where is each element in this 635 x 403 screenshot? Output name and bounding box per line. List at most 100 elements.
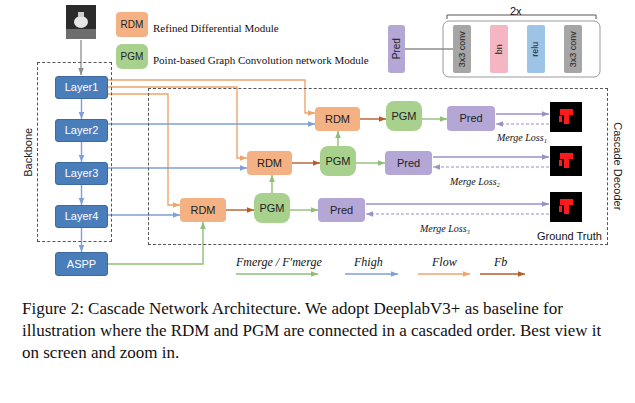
label-holder: Merge Loss₁ [497, 127, 547, 145]
node-text: Pred [397, 157, 420, 170]
node-text: relu [531, 41, 541, 56]
node-text: PGM [121, 51, 144, 63]
connector [290, 209, 318, 210]
node-text: PGM [259, 202, 284, 215]
loss-arrow [366, 213, 549, 214]
legend-text: Fhigh [354, 255, 383, 269]
dashed-frame: Cascade DecoderRDMPGMPredRDMPGMPredRDMPG… [148, 88, 608, 245]
label-holder: Merge Loss₂ [450, 171, 500, 189]
connector [422, 118, 447, 119]
photo-table [66, 29, 96, 39]
backbone-layer-box: Layer2 [55, 119, 108, 142]
legend-entry: Flow [432, 252, 457, 270]
conv-layer-box: 3x3 conv [564, 25, 582, 73]
connector [81, 99, 82, 119]
connector [337, 131, 338, 146]
legend-sample [236, 273, 318, 274]
loss-label: Merge Loss₂ [450, 176, 500, 187]
connector [108, 80, 315, 113]
image-caption: Ground Truth [537, 230, 602, 242]
legend-entry: Fmerge / F′merge [236, 252, 322, 270]
label-holder: 2x [510, 1, 522, 19]
photo-object [74, 16, 88, 28]
label-holder: Point-based Graph Convolution network Mo… [153, 50, 369, 68]
repeat-count: 2x [510, 5, 522, 17]
node-text: 3x3 conv [457, 31, 467, 67]
output-arrow [433, 156, 549, 157]
node-text: Pred [391, 38, 403, 59]
mask-image [550, 192, 582, 222]
loss-label: Merge Loss₃ [420, 223, 470, 234]
loss-arrow [496, 123, 549, 124]
backbone-layer-box: Layer4 [55, 205, 108, 228]
rdm-key-box: RDM [116, 12, 149, 37]
connector [81, 142, 82, 162]
legend-sample [345, 273, 398, 274]
input-photo [66, 5, 96, 39]
legend-text: Fb [494, 255, 507, 269]
connector [108, 123, 315, 124]
caption-holder: Figure 2: Cascade Network Architecture. … [22, 298, 614, 364]
node-text: RDM [121, 19, 144, 31]
node-text: Backbone [22, 128, 35, 177]
pgm-box: PGM [386, 101, 422, 131]
node-text: RDM [325, 113, 350, 126]
conv-layer-box: 3x3 conv [453, 25, 471, 73]
output-arrow [366, 203, 549, 204]
node-text: Cascade Decoder [612, 122, 625, 210]
pred-box: Pred [318, 198, 365, 222]
connector [356, 162, 385, 163]
connector [271, 175, 272, 193]
legend-text: Fmerge / F′merge [236, 255, 322, 269]
connector [226, 209, 254, 210]
input-arrow [80, 40, 81, 75]
backbone-layer-box: ASPP [55, 252, 108, 276]
loss-arrow [433, 166, 549, 167]
node-text: RDM [257, 157, 282, 170]
legend-sample [418, 273, 470, 274]
pred-box: Pred [447, 106, 495, 131]
node-text: ASPP [67, 258, 96, 271]
photo-object-top [78, 12, 84, 17]
backbone-layer-box: Layer1 [55, 76, 108, 99]
rdm-box: RDM [315, 107, 360, 131]
mask-image [550, 102, 582, 132]
connector [108, 167, 247, 168]
node-text: PGM [391, 110, 416, 123]
key-description: Point-based Graph Convolution network Mo… [153, 54, 369, 66]
label-holder: Ground Truth [537, 226, 602, 244]
node-text: Layer2 [65, 124, 99, 137]
figure-caption: Figure 2: Cascade Network Architecture. … [22, 298, 614, 364]
node-text: 3x3 conv [568, 31, 578, 67]
legend-entry: Fhigh [354, 252, 383, 270]
node-text: bn [494, 44, 504, 54]
legend-sample [480, 273, 525, 274]
connector [360, 118, 386, 119]
connector [108, 87, 247, 158]
label-holder: Merge Loss₃ [420, 218, 470, 236]
connector [292, 162, 320, 163]
connector [108, 222, 203, 264]
legend-entry: Fb [494, 252, 507, 270]
relu-layer-box: relu [527, 25, 545, 73]
node-text: Layer1 [65, 81, 99, 94]
loss-label: Merge Loss₁ [497, 132, 547, 143]
node-text: Layer3 [65, 167, 99, 180]
connector [81, 185, 82, 205]
pred-key-box: Pred [388, 25, 405, 73]
node-text: Layer4 [65, 210, 99, 223]
pred-detail-group [443, 21, 600, 77]
pgm-box: PGM [254, 193, 290, 223]
label-holder: Refined Differential Module [153, 18, 279, 36]
backbone-layer-box: Layer3 [55, 162, 108, 185]
connector [81, 228, 82, 252]
node-text: Pred [459, 112, 482, 125]
connector [108, 94, 180, 205]
rdm-box: RDM [247, 151, 292, 175]
node-text: RDM [190, 204, 215, 217]
pred-box: Pred [385, 151, 432, 175]
key-description: Refined Differential Module [153, 22, 279, 34]
pgm-box: PGM [320, 146, 356, 176]
pgm-key-box: PGM [116, 44, 149, 69]
